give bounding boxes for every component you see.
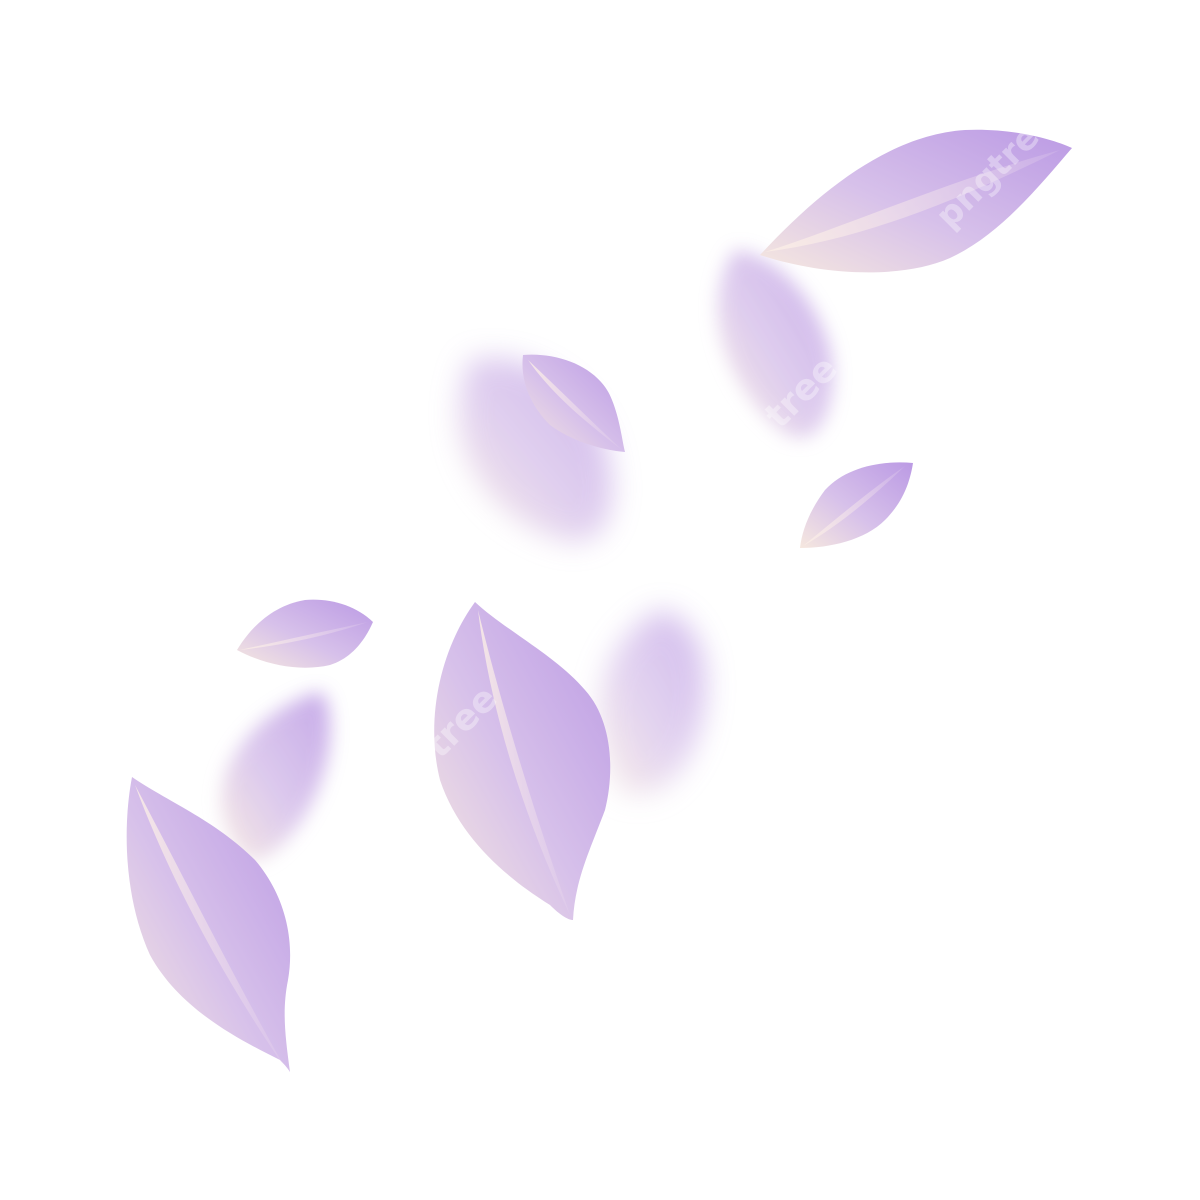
petal-right-small <box>800 462 913 548</box>
petal-top-right-large <box>760 129 1072 273</box>
petal-bottom-left-large <box>126 777 291 1072</box>
blurred-petal-upper-right <box>717 250 833 439</box>
blurred-petal-lower-left <box>221 692 330 861</box>
petal-center-large <box>434 602 611 920</box>
petal-center-small <box>522 354 625 452</box>
blurred-petal-middle <box>599 610 706 795</box>
petal-left-small <box>237 599 373 668</box>
